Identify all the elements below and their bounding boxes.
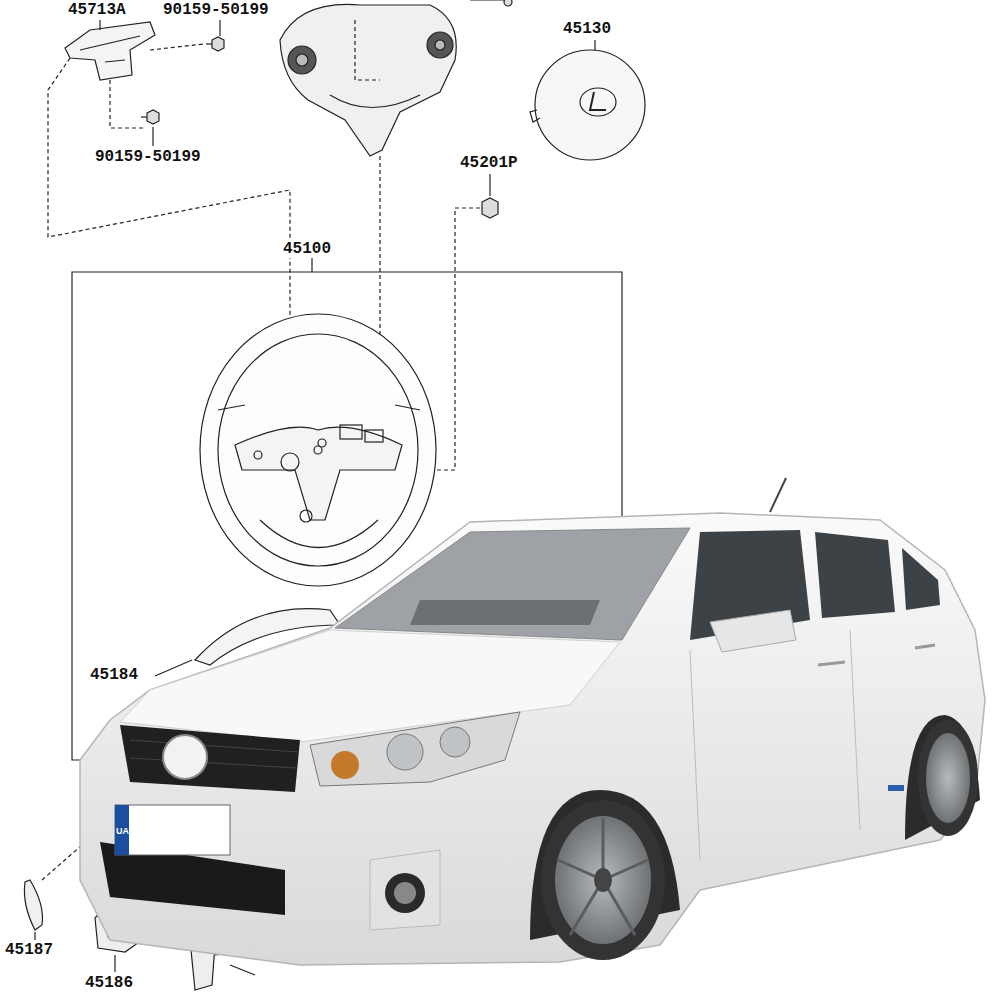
part-number: 45184 (90, 666, 138, 684)
assembly-bracket: 45100 (72, 238, 622, 760)
part-number: 45201P (460, 154, 518, 172)
car-photo (80, 478, 985, 965)
part-number: 45187 (5, 941, 53, 959)
assembly-number: 45100 (281, 240, 333, 258)
part-number: 45130 (563, 20, 611, 38)
part-number: 45186 (85, 974, 133, 992)
callout-number: 90159-50199 (95, 148, 201, 166)
plate-text: UA (116, 826, 129, 836)
callout-number: 90159-50199 (163, 1, 269, 19)
part-number: 45713A (68, 1, 126, 19)
